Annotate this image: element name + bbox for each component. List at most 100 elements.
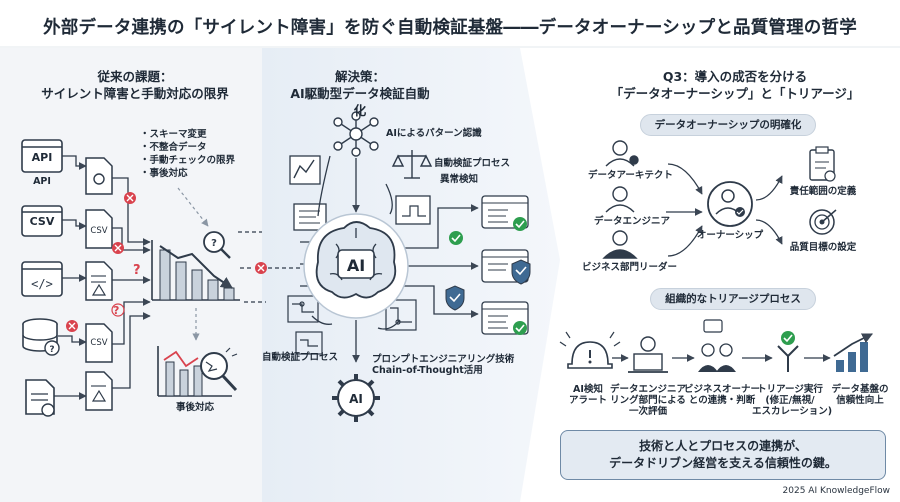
conclusion-line1: 技術と人とプロセスの連携が、: [639, 439, 807, 453]
warning-document-icon: [85, 261, 113, 301]
ai-gear-label: AI: [349, 392, 363, 406]
growth-bar-chart-icon: [833, 333, 873, 372]
prompt-line2: Chain-of-Thought活用: [372, 365, 483, 376]
step-line: トリアージ実行: [757, 384, 823, 395]
prompt-engineering-label: プロンプトエンジニアリング技術 Chain-of-Thought活用: [372, 354, 514, 376]
business-leader-person-icon: [602, 230, 638, 259]
ai-brain-icon: AI: [303, 213, 409, 319]
copyright: 2025 AI KnowledgeFlow: [782, 486, 890, 496]
csv-doc-label: CSV: [90, 226, 108, 236]
auto-verify-process-bottom-label: 自動検証プロセス: [262, 352, 339, 363]
svg-text:?: ?: [133, 263, 141, 278]
conclusion-line2: データドリブン経営を支える信頼性の鍵。: [609, 456, 837, 470]
code-list-icon: [293, 203, 327, 231]
engineer-person-icon: [605, 186, 635, 213]
svg-text:?: ?: [113, 304, 119, 317]
question-mark-icon: ? ?: [111, 263, 141, 317]
page-title: 外部データ連携の「サイレント障害」を防ぐ自動検証基盤――データオーナーシップと品…: [43, 18, 857, 38]
csv-window-icon: [21, 205, 63, 237]
triage-step-5: データ基盤の 信頼性向上: [826, 384, 894, 406]
postmortem-label: 事後対応: [175, 402, 214, 413]
balance-scale-icon: [391, 150, 433, 179]
checklist-window-icon: [481, 195, 529, 231]
declining-bar-chart-icon: [151, 240, 240, 301]
issue-item: スキーマ変更: [140, 128, 235, 141]
middle-heading-line1: 解決策：: [334, 69, 385, 84]
step-line: (修正/無視/: [765, 395, 815, 406]
business-meeting-icon: [698, 319, 736, 372]
clipboard-scope-icon: [809, 146, 836, 182]
conclusion-box: 技術と人とプロセスの連携が、 データドリブン経営を支える信頼性の鍵。: [560, 430, 886, 480]
triage-pill: 組織的なトリアージプロセス: [650, 288, 816, 310]
document-icon: [25, 379, 55, 417]
architect-person-icon: [605, 140, 639, 167]
shield-check-icon: [445, 285, 465, 311]
issue-item: 不整合データ: [140, 141, 235, 154]
csv-icon-text: CSV: [29, 215, 55, 228]
role-business-label: ビジネス部門リーダー: [582, 262, 678, 273]
step-line: データ基盤の: [831, 384, 889, 395]
prompt-line1: プロンプトエンジニアリング技術: [372, 354, 515, 365]
step-line: ビジネスオーナー: [684, 384, 761, 395]
step-line: データエンジニア: [610, 384, 687, 395]
error-x-icon: [124, 192, 136, 204]
middle-section-heading: 解決策： AI駆動型データ検証自動化: [290, 68, 430, 119]
svg-text:</>: </>: [31, 277, 53, 291]
branching-arrow-check-icon: [777, 331, 799, 372]
issue-list: スキーマ変更 不整合データ 手動チェックの限界 事後対応: [140, 128, 236, 180]
right-section-heading: Q3：導入の成否を分ける 「データオーナーシップ」と「トリアージ」: [590, 68, 880, 102]
role-engineer-label: データエンジニア: [594, 216, 671, 227]
role-architect-label: データアーキテクト: [588, 170, 673, 181]
step-line: AI検知: [573, 384, 603, 395]
csv-document-icon: [85, 209, 113, 249]
scope-definition-label: 責任範囲の定義: [789, 186, 857, 197]
code-window-icon: </>: [21, 261, 63, 297]
csv-doc-label-2: CSV: [90, 338, 108, 348]
owner-person-check-icon: [707, 181, 753, 227]
error-x-icon-3: [66, 320, 78, 332]
right-heading-line2: 「データオーナーシップ」と「トリアージ」: [610, 86, 860, 101]
neural-network-icon: [333, 111, 379, 157]
line-chart-icon: [289, 155, 321, 185]
ownership-pill: データオーナーシップの明確化: [640, 114, 816, 136]
warning-document-icon-2: [85, 371, 113, 411]
gear-document-icon: [85, 157, 113, 195]
anomaly-detection-label: 異常検知: [440, 174, 479, 185]
error-x-icon-2: [112, 242, 124, 254]
circuit-board-icon-2: [385, 299, 417, 331]
quality-goal-label: 品質目標の設定: [789, 242, 857, 253]
triage-step-3: ビジネスオーナー との連携・判断: [684, 384, 760, 406]
right-heading-line1: Q3：導入の成否を分ける: [662, 69, 808, 84]
magnifier-question-icon: ?: [203, 231, 231, 259]
step-line: エスカレーション): [752, 406, 833, 417]
left-heading-line2: サイレント障害と手動対応の限界: [41, 86, 229, 101]
step-line: アラート: [568, 395, 607, 406]
target-goal-icon: [809, 209, 837, 235]
circuit-board-icon: [287, 295, 323, 355]
middle-heading-line2: AI駆動型データ検証自動化: [290, 86, 430, 118]
step-line: との連携・判断: [688, 395, 756, 406]
error-x-icon-4: [255, 262, 267, 274]
role-owner-label: オーナーシップ: [696, 230, 764, 241]
pattern-recognition-label: AIによるパターン認識: [386, 128, 482, 139]
triage-step-1: AI検知 アラート: [560, 384, 616, 406]
svg-text:?: ?: [211, 238, 217, 249]
svg-text:?: ?: [49, 345, 54, 355]
api-icon-text: API: [31, 151, 53, 164]
left-heading-line1: 従来の課題：: [97, 69, 173, 84]
checklist-window-icon-3: [481, 301, 529, 335]
green-check-icon: [449, 231, 463, 245]
alert-bell-icon: [559, 331, 621, 369]
csv-document-icon-2: [85, 323, 113, 363]
engineer-laptop-icon: [628, 336, 668, 373]
left-section-heading: 従来の課題： サイレント障害と手動対応の限界: [30, 68, 240, 102]
step-line: 一次評価: [628, 406, 667, 417]
step-line: リング部門による: [610, 395, 686, 406]
triage-step-2: データエンジニア リング部門による 一次評価: [610, 384, 686, 417]
middle-panel-bg: [262, 48, 560, 502]
checklist-window-icon-2: [481, 249, 531, 285]
flowchart-icon: [395, 195, 431, 225]
api-label: API: [33, 176, 51, 187]
step-line: 信頼性向上: [836, 395, 884, 406]
